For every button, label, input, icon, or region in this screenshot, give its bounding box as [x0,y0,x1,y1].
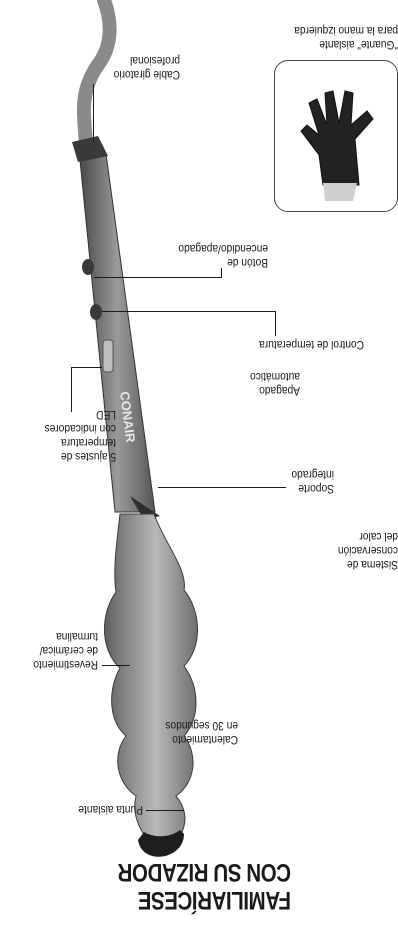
leader-settings [71,368,72,412]
power-button [82,259,94,275]
swivel-cord [84,0,110,150]
led-indicators [103,340,113,372]
label-auto-off: Apagado automático [250,370,300,398]
label-coating: Revestimiento de cerámica/ turmalina [33,630,98,672]
label-heat-system: Sistema de conservación del calor [338,530,398,572]
label-cord: Cable giratorio profesional [114,54,180,82]
leader-stand [158,487,286,488]
label-temp-control: Control de temperatura [259,338,364,352]
leader-coating [102,665,130,666]
label-settings: 5 ajustes de temperatura con indicadores… [45,408,116,464]
label-glove: "Guante" aislante para la mano izquierda [294,24,398,52]
leader-power-button [94,277,222,278]
leader-cord [93,84,94,142]
label-stand: Soporte integrado [291,468,334,496]
glove-icon [273,59,397,211]
leader-temp-control [102,311,276,312]
label-insulated-tip: Punta aislante [78,803,143,817]
glove-inset [274,60,398,212]
curler-barrel [104,514,197,840]
temperature-button [90,304,102,320]
label-heat-up: Calentamiento en 30 segundos [165,719,238,747]
leader-temp-control-v [275,312,276,336]
leader-insulated-tip [146,810,184,811]
label-power-button: Botón de encendido/apagado [178,242,268,270]
leader-settings-h [71,367,102,368]
